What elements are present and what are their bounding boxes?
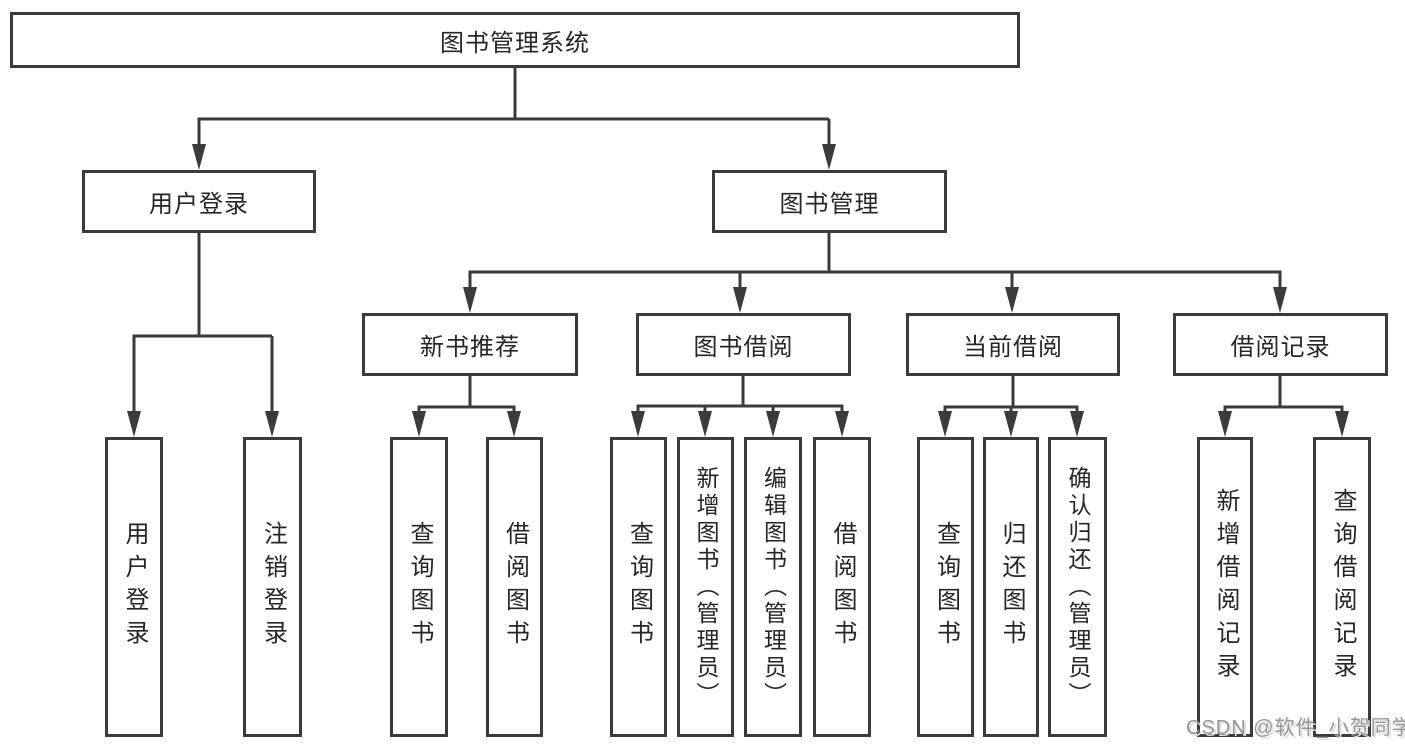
leaf-add-book-admin: 新增图书（管理员）	[677, 437, 734, 737]
leaf-query-books-recommend-label: 查询图书	[406, 521, 433, 653]
connector-user-login-children	[127, 233, 279, 437]
node-borrow-records: 借阅记录	[1173, 313, 1388, 376]
leaf-query-books-recommend: 查询图书	[390, 437, 448, 737]
connector-borrow-record-children	[1218, 376, 1349, 437]
leaf-user-login: 用户登录	[105, 437, 163, 737]
leaf-return-book-label: 归还图书	[998, 521, 1025, 653]
leaf-logout-label: 注销登录	[259, 521, 287, 653]
leaf-add-book-admin-label: 新增图书（管理员）	[693, 465, 719, 709]
node-book-borrow: 图书借阅	[636, 313, 851, 376]
leaf-borrow-books-recommend: 借阅图书	[486, 437, 543, 737]
leaf-add-borrow-record: 新增借阅记录	[1197, 437, 1253, 737]
leaf-user-login-label: 用户登录	[121, 521, 148, 653]
leaf-confirm-return-admin: 确认归还（管理员）	[1048, 437, 1107, 737]
node-new-book-recommend: 新书推荐	[362, 313, 578, 376]
leaf-query-borrow-record-label: 查询借阅记录	[1329, 488, 1356, 686]
leaf-borrow-books-label: 借阅图书	[829, 521, 856, 653]
leaf-borrow-books: 借阅图书	[813, 437, 871, 737]
node-book-management: 图书管理	[712, 170, 947, 233]
connector-current-borrow-children	[938, 376, 1084, 437]
node-root-system: 图书管理系统	[10, 12, 1020, 68]
leaf-return-book: 归还图书	[983, 437, 1039, 737]
leaf-borrow-books-recommend-label: 借阅图书	[501, 521, 529, 653]
connector-book-management-children	[463, 233, 1287, 313]
leaf-query-books-current-label: 查询图书	[932, 521, 960, 653]
leaf-edit-book-admin-label: 编辑图书（管理员）	[760, 465, 787, 709]
leaf-add-borrow-record-label: 新增借阅记录	[1212, 488, 1239, 686]
csdn-watermark: CSDN @软件_小贺同学	[1186, 717, 1405, 739]
node-current-borrow: 当前借阅	[906, 313, 1120, 376]
leaf-query-borrow-record: 查询借阅记录	[1313, 437, 1371, 737]
leaf-confirm-return-admin-label: 确认归还（管理员）	[1065, 465, 1091, 709]
leaf-logout: 注销登录	[243, 437, 302, 737]
leaf-query-books-borrow: 查询图书	[610, 437, 667, 737]
connector-new-book-children	[412, 376, 521, 437]
connector-book-borrow-children	[631, 376, 849, 437]
node-user-login: 用户登录	[82, 170, 316, 233]
connector-root-to-level2	[192, 67, 836, 170]
leaf-edit-book-admin: 编辑图书（管理员）	[744, 437, 802, 737]
leaf-query-books-borrow-label: 查询图书	[625, 521, 653, 653]
leaf-query-books-current: 查询图书	[917, 437, 974, 737]
